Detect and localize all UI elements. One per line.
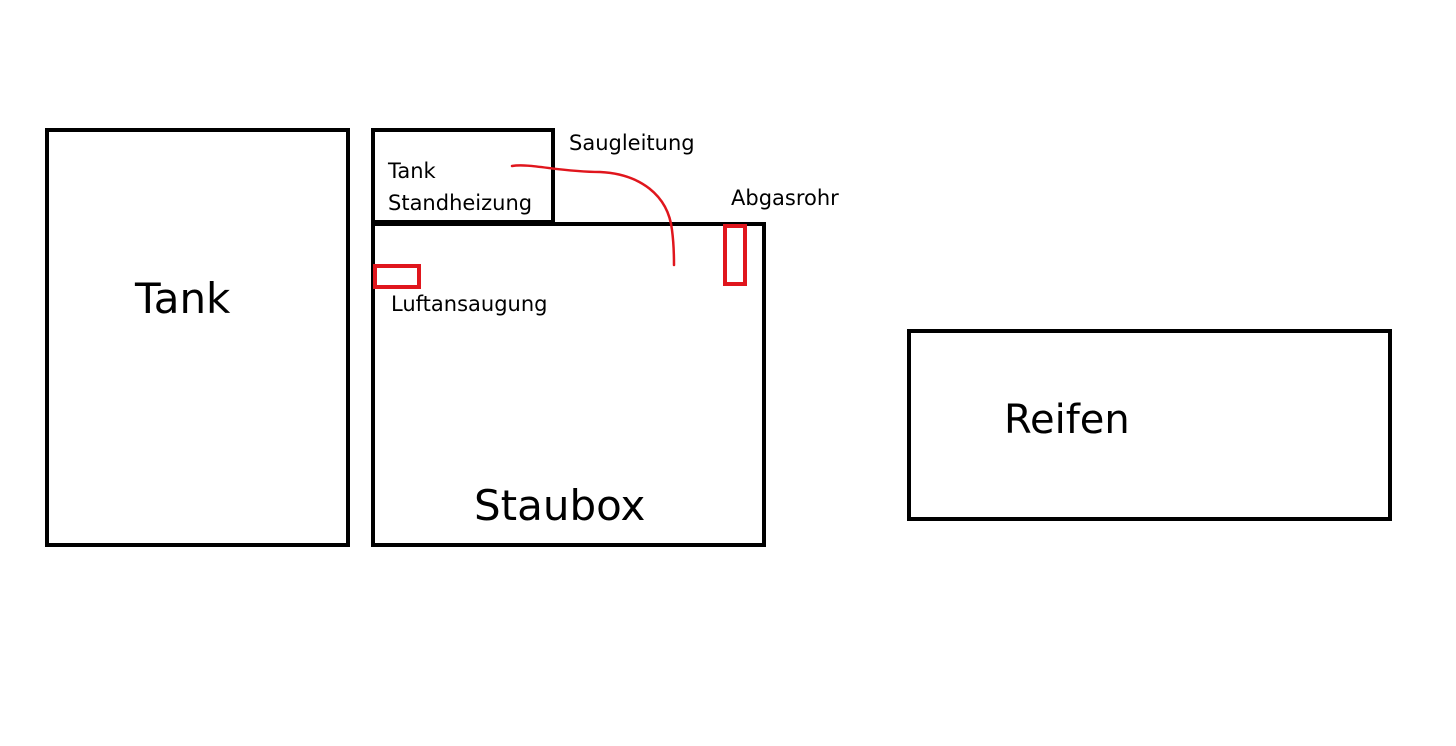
reifen-label: Reifen xyxy=(1004,397,1130,443)
tank-box xyxy=(45,128,350,547)
abgasrohr-marker xyxy=(723,224,747,286)
reifen-box xyxy=(907,329,1392,521)
heater-tank-label-line2: Standheizung xyxy=(388,191,533,215)
luftansaugung-marker xyxy=(373,264,421,289)
saugleitung-label: Saugleitung xyxy=(569,131,695,155)
heater-tank-label-line1: Tank xyxy=(388,159,436,183)
luftansaugung-label: Luftansaugung xyxy=(391,292,548,316)
staubox-label: Staubox xyxy=(474,481,646,530)
tank-label: Tank xyxy=(135,274,231,323)
heater-tank-box: Tank Standheizung xyxy=(371,128,555,224)
abgasrohr-label: Abgasrohr xyxy=(731,186,839,210)
